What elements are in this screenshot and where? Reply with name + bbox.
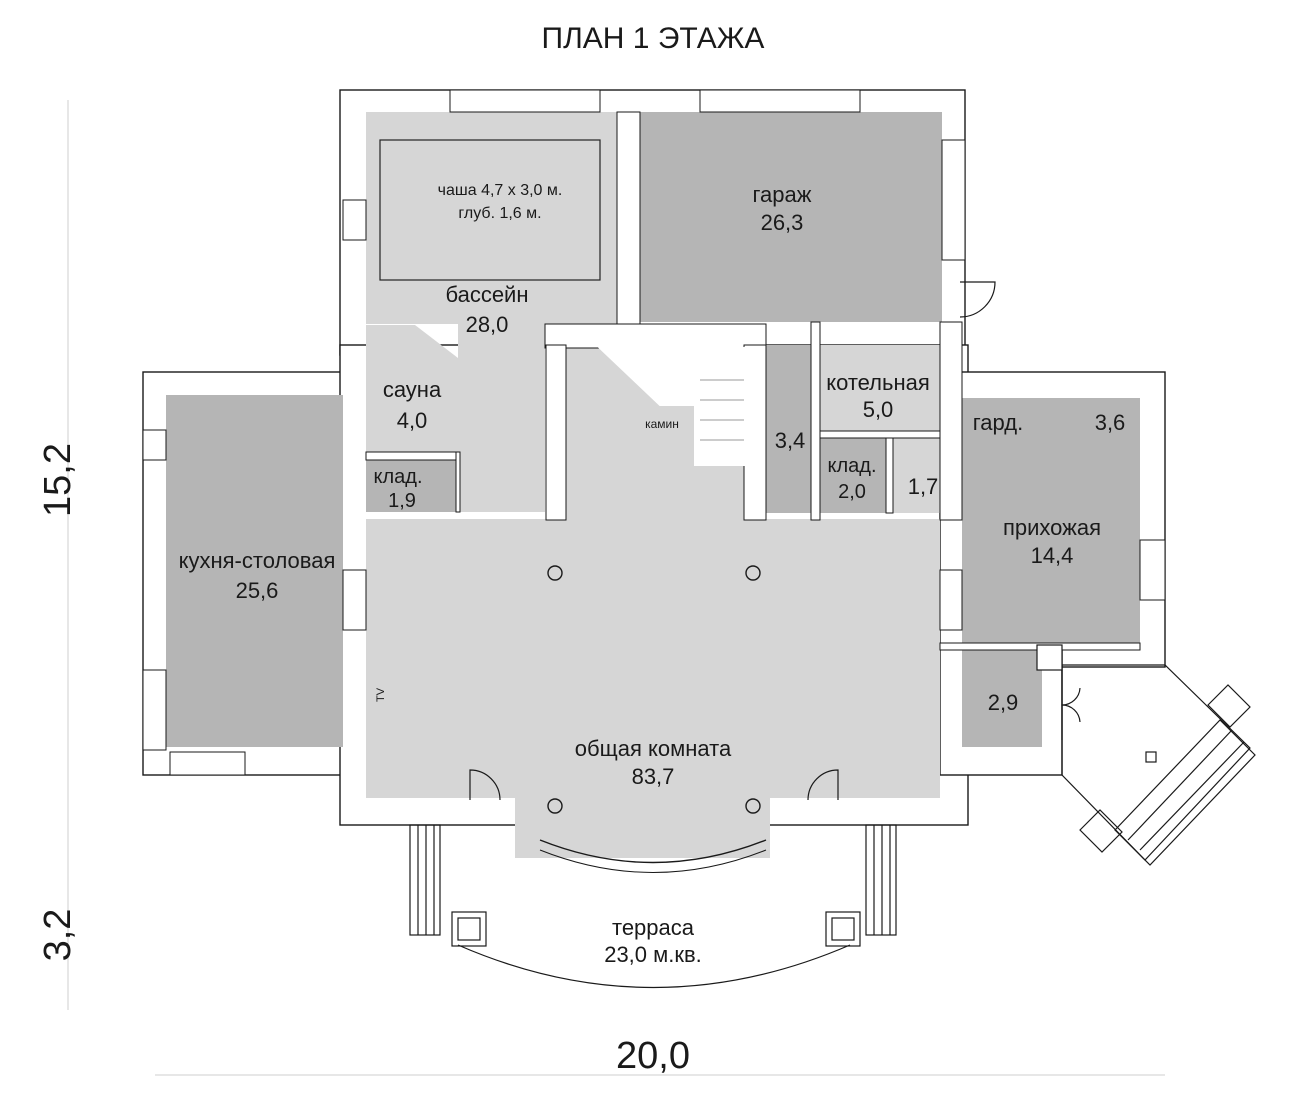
kitchen-area: 25,6 [236,578,279,603]
terrace [409,824,897,989]
kitchen-name: кухня-столовая [179,548,336,573]
fireplace-label: камин [645,417,679,431]
storage1-area: 1,9 [388,490,416,512]
terrace-name: терраса [612,915,695,940]
storage-room-2 [820,438,886,513]
wc-room [893,438,940,513]
bay-window [539,839,767,864]
vestibule-area: 2,9 [988,690,1019,715]
sauna-room [366,325,458,452]
dimension-height-main: 15,2 [37,443,79,517]
sauna-area: 4,0 [397,408,428,433]
storage2-name: клад. [828,455,877,477]
pool-name: бассейн [445,282,528,307]
living-room-columns [547,565,761,814]
living-room [366,348,940,858]
pool-room-lower [458,324,545,512]
pool-note-2: глуб. 1,6 м. [458,205,541,222]
terrace-area: 23,0 м.кв. [604,942,702,967]
corridor-area: 3,4 [775,428,806,453]
hall-room [962,398,1140,643]
boiler-room [820,345,940,431]
living-name: общая комната [575,736,732,761]
corridor-room [766,345,811,513]
pool-note-1: чаша 4,7 х 3,0 м. [438,182,563,199]
storage-room-1 [366,460,456,512]
wardrobe-name: гард. [973,410,1023,435]
windows [142,89,1166,776]
hall-area: 14,4 [1031,543,1074,568]
wc-area: 1,7 [908,474,939,499]
hall-name: прихожая [1003,515,1101,540]
boiler-area: 5,0 [863,397,894,422]
storage1-name: клад. [374,466,423,488]
pool-area: 28,0 [466,312,509,337]
garage-name: гараж [753,182,812,207]
storage2-area: 2,0 [838,481,866,503]
living-tv-label: TV [375,687,387,702]
staircase [597,347,745,466]
garage-area: 26,3 [761,210,804,235]
dimension-height-terrace: 3,2 [37,909,79,962]
kitchen-room [166,395,343,747]
entrance-porch [1036,644,1256,866]
dimension-width: 20,0 [616,1035,690,1077]
garage-room [640,112,942,322]
living-area: 83,7 [632,764,675,789]
wardrobe-area: 3,6 [1095,410,1126,435]
sauna-name: сауна [383,377,442,402]
pool-room [366,112,617,324]
boiler-name: котельная [826,370,930,395]
vestibule-room [962,650,1042,747]
page-title: ПЛАН 1 ЭТАЖА [542,22,765,55]
pool-bowl [379,139,601,281]
